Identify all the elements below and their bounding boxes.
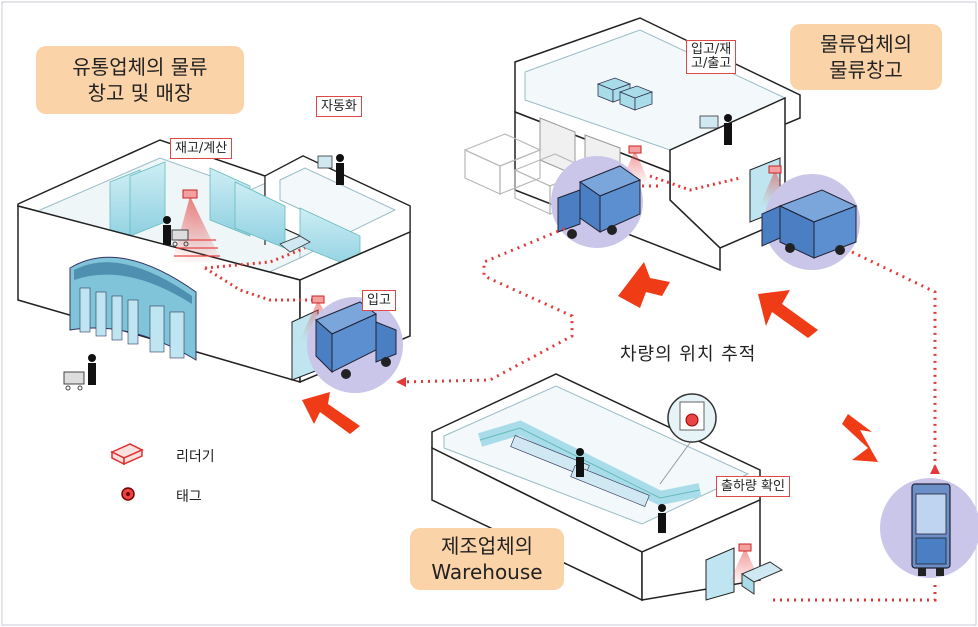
truck-logistics-right [761,174,860,270]
legend-reader-label: 리더기 [176,449,215,465]
person-icon [576,448,584,477]
person-icon [163,216,171,245]
truck-icon [911,483,951,576]
person-icon [336,154,344,185]
tracking-label: 차량의 위치 추적 [620,344,757,365]
cart-icon [171,229,189,247]
manufacturer-label-line1: 제조업체의 [441,534,533,558]
truck-icon [761,189,858,259]
logistics-label: 물류업체의 물류창고 [790,24,942,90]
truck-rear [880,478,978,578]
cart-icon [63,371,85,391]
forklift-icon [740,561,784,595]
truck-retail [307,297,403,393]
legend [110,443,144,501]
truck-icon [557,165,642,239]
person-icon [658,504,666,533]
reader-icon [110,443,144,466]
legend-tag-label: 태그 [176,489,202,505]
retail-shelves [109,161,361,271]
person-icon [88,354,96,385]
forklift-icon [279,235,311,253]
callout-automation: 자동화 [316,96,362,117]
person-icon [724,114,732,145]
retail-label-line2: 창고 및 매장 [87,81,193,105]
reader-icon [182,189,198,199]
callout-in-stock-out-line1: 입고/재 [691,42,732,57]
retail-label-line1: 유통업체의 물류 [72,55,208,79]
logistics-label-line1: 물류업체의 [820,32,912,56]
manufacturer-label: 제조업체의 Warehouse [410,528,564,590]
flow-arrows [302,262,878,462]
logistics-warehouse [463,17,801,272]
truck-icon [315,301,397,379]
manufacturer-label-line2: Warehouse [431,560,543,584]
callout-in-stock-out: 입고/재 고/출고 [686,40,737,74]
tracking-route [399,184,937,602]
retail-label: 유통업체의 물류 창고 및 매장 [36,46,244,114]
logistics-label-line2: 물류창고 [829,58,903,82]
callout-inventory-checkout: 재고/계산 [170,138,233,159]
tag-icon [121,487,135,501]
truck-logistics-left [551,156,643,248]
manufacturer-warehouse [431,373,784,602]
callout-shipment-check: 출하량 확인 [716,476,790,497]
callout-inbound: 입고 [362,290,396,311]
callout-in-stock-out-line2: 고/출고 [691,56,732,71]
